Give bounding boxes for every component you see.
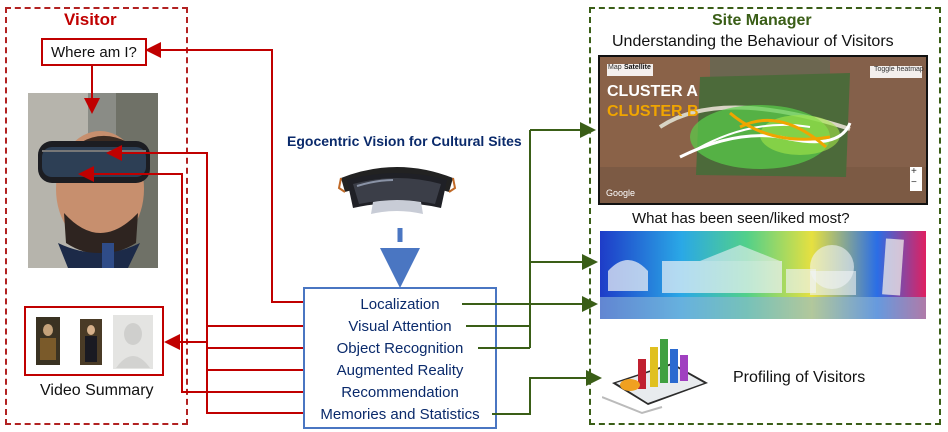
video-summary-label: Video Summary <box>40 382 154 399</box>
module-memories-statistics: Memories and Statistics <box>320 406 480 423</box>
visitor-title: Visitor <box>64 10 117 29</box>
headset-icon <box>337 158 457 220</box>
module-augmented-reality: Augmented Reality <box>336 362 464 379</box>
arrow-memories-to-profiling <box>492 370 602 415</box>
site-manager-title: Site Manager <box>712 12 812 29</box>
video-summary-box <box>24 306 164 376</box>
cluster-b-label: CLUSTER B <box>607 103 699 120</box>
toggle-heatmap-button[interactable]: Toggle heatmap <box>874 66 924 73</box>
where-am-i-label: Where am I? <box>51 44 137 61</box>
map-button[interactable]: Map <box>608 64 622 71</box>
cluster-a-label: CLUSTER A <box>607 83 698 100</box>
profiling-chart-icon <box>601 333 712 417</box>
visitor-photo <box>28 93 158 268</box>
where-am-i-box: Where am I? <box>41 38 147 66</box>
satellite-button[interactable]: Satellite <box>624 64 651 71</box>
summary-thumbnails <box>36 315 153 369</box>
zoom-out-button[interactable]: − <box>911 177 917 188</box>
module-visual-attention: Visual Attention <box>348 318 452 335</box>
panorama-heat-image <box>600 231 926 319</box>
profiling-label: Profiling of Visitors <box>733 369 866 386</box>
module-object-recognition: Object Recognition <box>336 340 464 357</box>
heatmap-map[interactable]: Map Satellite Toggle heatmap CLUSTER A C… <box>598 55 928 205</box>
seen-liked-question: What has been seen/liked most? <box>632 210 850 227</box>
module-recommendation: Recommendation <box>341 384 459 401</box>
zoom-in-button[interactable]: + <box>911 166 917 177</box>
google-logo: Google <box>606 188 636 198</box>
module-localization: Localization <box>360 296 440 313</box>
site-manager-subtitle: Understanding the Behaviour of Visitors <box>612 33 894 50</box>
site-manager-panel <box>589 7 941 425</box>
center-title: Egocentric Vision for Cultural Sites <box>287 133 522 149</box>
modules-box: Localization Visual Attention Object Rec… <box>303 287 497 429</box>
